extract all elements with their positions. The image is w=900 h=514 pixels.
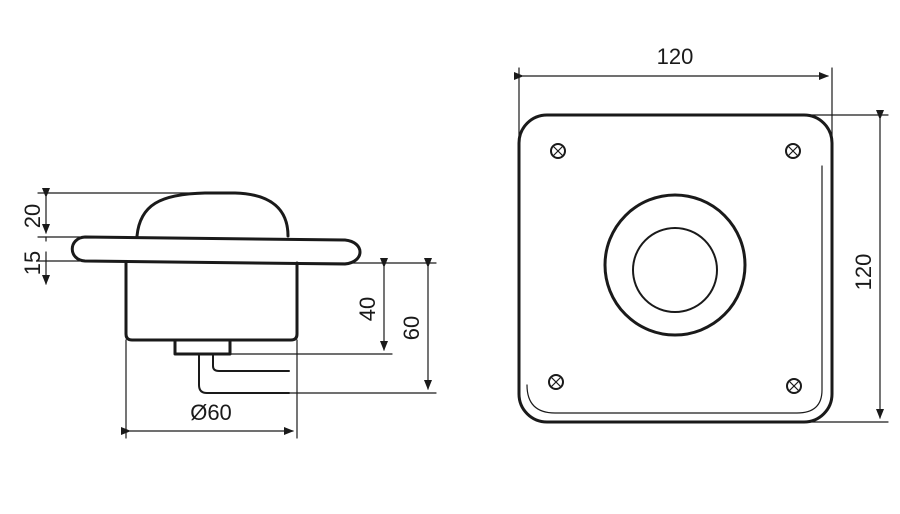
dim-label-diameter-60: Ø60 — [190, 400, 232, 425]
screw-top-right-icon — [785, 143, 801, 159]
dimension-height-120: 120 — [799, 110, 889, 423]
side-view: 15 20 40 60 Ø60 — [20, 188, 437, 439]
dim-label-15: 15 — [20, 251, 45, 275]
button-outer-ring — [603, 193, 747, 337]
cable-2 — [212, 353, 290, 372]
screw-top-left-icon — [550, 143, 566, 159]
dimension-diameter-60: Ø60 — [121, 339, 298, 439]
front-view: 120 120 — [514, 44, 889, 424]
dimension-width-120: 120 — [514, 44, 833, 141]
cable-gland — [173, 338, 232, 356]
dim-label-height-120: 120 — [851, 254, 876, 291]
plate-inner-edge — [526, 165, 823, 414]
dimension-60: 60 — [288, 258, 437, 394]
flange — [70, 235, 362, 266]
dim-label-width-120: 120 — [657, 44, 694, 69]
dome — [135, 191, 290, 238]
cable-1 — [198, 353, 290, 394]
dimension-15-20: 15 20 — [20, 188, 201, 285]
dim-label-20: 20 — [20, 204, 45, 228]
body-cylinder — [124, 260, 299, 342]
dim-label-40: 40 — [355, 297, 380, 321]
dimension-40: 40 — [229, 258, 437, 355]
mounting-plate — [517, 113, 834, 424]
screw-bottom-left-icon — [548, 374, 564, 390]
button-inner-dome — [632, 227, 718, 313]
dim-label-60: 60 — [399, 316, 424, 340]
screw-bottom-right-icon — [786, 378, 802, 394]
